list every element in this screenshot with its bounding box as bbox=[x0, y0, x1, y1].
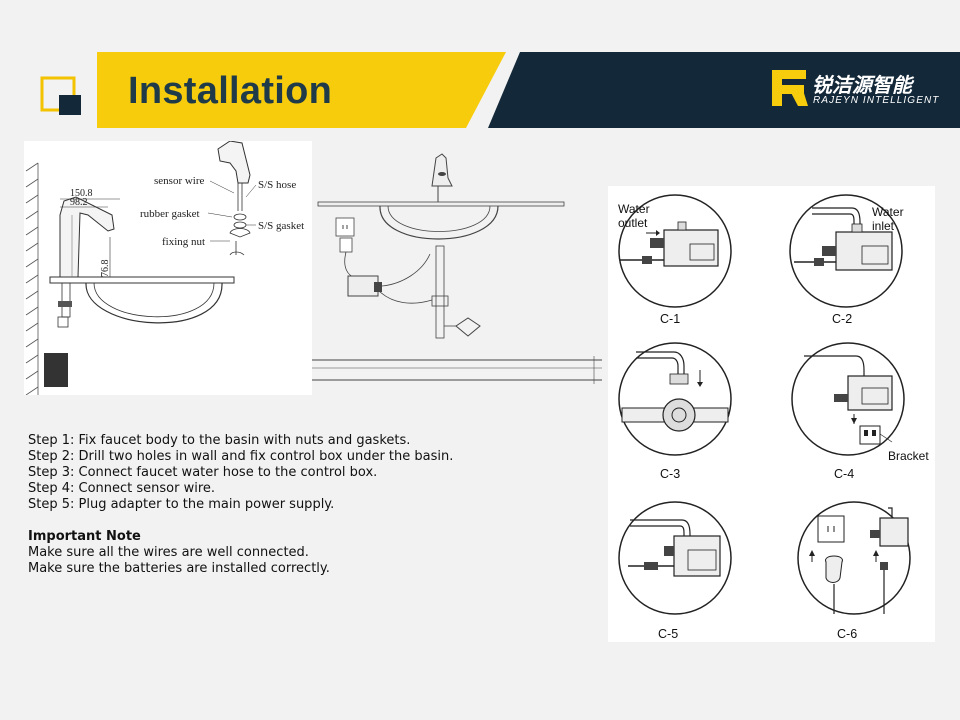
note-line-2: Make sure the batteries are installed co… bbox=[28, 561, 330, 576]
dim-150-8: 150.8 bbox=[70, 188, 93, 199]
important-note-title: Important Note bbox=[28, 529, 141, 544]
page-title: Installation bbox=[128, 70, 333, 112]
basin-overview-diagram bbox=[312, 153, 602, 384]
dim-98-2: 98.2 bbox=[70, 197, 88, 208]
caption-c5: C-5 bbox=[658, 627, 678, 641]
step-2: Step 2: Drill two holes in wall and fix … bbox=[28, 449, 454, 464]
connection-diagrams-panel: Water outlet C-1 Water inlet C-2 C-3 bbox=[608, 186, 935, 642]
section-logo-icon bbox=[40, 76, 81, 115]
brand-banner bbox=[488, 52, 960, 128]
dim-76-8: 76.8 bbox=[100, 260, 111, 278]
caption-c3: C-3 bbox=[660, 467, 680, 481]
label-water-inlet-2: inlet bbox=[872, 219, 895, 233]
label-ss-gasket: S/S gasket bbox=[258, 220, 304, 232]
caption-c6: C-6 bbox=[837, 627, 857, 641]
label-water-inlet-1: Water bbox=[872, 205, 904, 219]
caption-c2: C-2 bbox=[832, 312, 852, 326]
label-sensor-wire: sensor wire bbox=[154, 175, 205, 187]
installation-steps: Step 1: Fix faucet body to the basin wit… bbox=[28, 433, 453, 577]
brand-name-cn: 锐洁源智能 bbox=[812, 73, 912, 97]
label-ss-hose: S/S hose bbox=[258, 179, 296, 191]
label-fixing-nut: fixing nut bbox=[162, 236, 205, 248]
faucet-install-diagram: 150.8 98.2 76.8 sensor wire S/S hose rub… bbox=[24, 141, 312, 395]
step-1: Step 1: Fix faucet body to the basin wit… bbox=[28, 433, 411, 448]
title-banner bbox=[97, 52, 506, 128]
caption-c4: C-4 bbox=[834, 467, 854, 481]
label-water-outlet-1: Water bbox=[618, 202, 650, 216]
note-line-1: Make sure all the wires are well connect… bbox=[28, 545, 309, 560]
diagram-c6: C-6 bbox=[797, 501, 911, 641]
diagram-c5: C-5 bbox=[618, 501, 732, 641]
label-bracket: Bracket bbox=[888, 449, 929, 463]
diagram-c2: Water inlet C-2 bbox=[789, 194, 904, 326]
step-4: Step 4: Connect sensor wire. bbox=[28, 481, 216, 496]
label-rubber-gasket: rubber gasket bbox=[140, 208, 200, 220]
header-band bbox=[40, 52, 960, 128]
wall-hatch bbox=[25, 162, 39, 395]
step-3: Step 3: Connect faucet water hose to the… bbox=[28, 465, 378, 480]
brand-logo-icon bbox=[772, 70, 808, 106]
label-water-outlet-2: outlet bbox=[618, 216, 648, 230]
step-5: Step 5: Plug adapter to the main power s… bbox=[28, 497, 335, 512]
caption-c1: C-1 bbox=[660, 312, 680, 326]
diagram-c3: C-3 bbox=[618, 342, 732, 481]
brand-name-en: RAJEYN INTELLIGENT bbox=[813, 95, 940, 106]
diagram-c1: Water outlet C-1 bbox=[618, 194, 732, 326]
diagram-c4: Bracket C-4 bbox=[791, 342, 929, 481]
